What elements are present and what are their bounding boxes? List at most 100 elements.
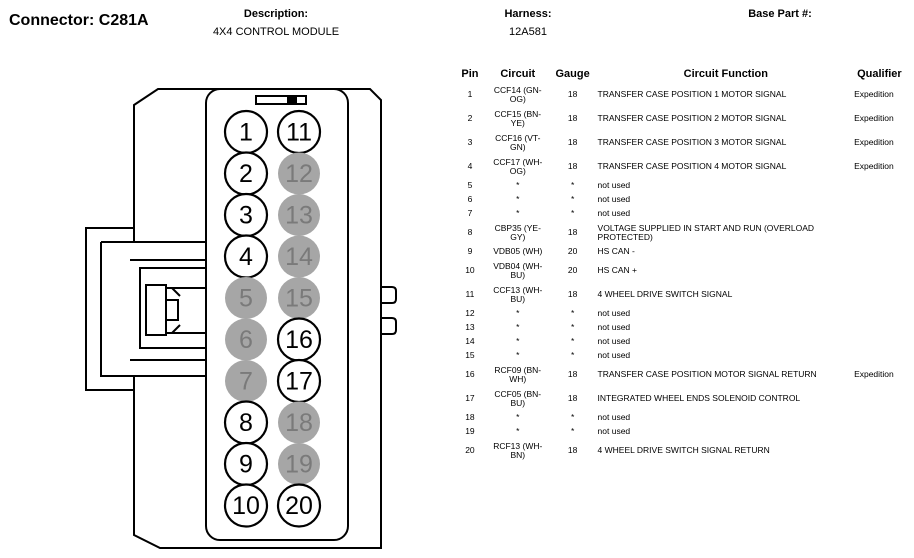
pin-8: 8	[223, 400, 269, 445]
cell-function: HS CAN -	[597, 246, 635, 257]
cell-circuit: CCF16 (VT-GN)	[495, 132, 541, 152]
pin-16: 16	[276, 317, 322, 362]
cell-gauge: 18	[567, 445, 578, 456]
pin-11: 11	[276, 109, 322, 155]
pin-13: 13	[278, 194, 320, 236]
pin-20: 20	[276, 483, 322, 528]
pin-14: 14	[278, 235, 320, 278]
cell-pin: 10	[465, 265, 475, 276]
cell-qualifier	[854, 193, 914, 207]
cell-circuit: *	[516, 350, 520, 361]
cell-qualifier	[854, 439, 914, 463]
cell-gauge: *	[570, 336, 575, 347]
cell-gauge: 18	[567, 89, 578, 100]
pin-number: 18	[285, 409, 313, 437]
connector-title: Connector: C281A	[9, 12, 149, 30]
pin-number: 12	[285, 160, 313, 188]
cell-function: HS CAN +	[597, 265, 637, 276]
pin-cavity	[223, 483, 269, 528]
pin-7: 7	[225, 360, 267, 402]
cell-gauge: *	[570, 308, 575, 319]
cell-circuit: CCF13 (WH-BU)	[493, 284, 543, 304]
pin-12: 12	[278, 152, 320, 195]
cell-pin: 16	[465, 369, 475, 380]
cell-function: 4 WHEEL DRIVE SWITCH SIGNAL RETURN	[597, 445, 770, 456]
table-row: 12**not used	[452, 307, 914, 321]
cell-circuit: CCF17 (WH-OG)	[493, 156, 543, 176]
cell-qualifier: Expedition	[854, 369, 894, 380]
cell-gauge: *	[570, 322, 575, 333]
header-gauge: Gauge	[555, 68, 590, 80]
cell-circuit: CCF15 (BN-YE)	[494, 108, 542, 128]
cell-function: VOLTAGE SUPPLIED IN START AND RUN (OVERL…	[597, 222, 815, 242]
cell-qualifier	[854, 349, 914, 363]
cell-pin: 3	[467, 137, 473, 148]
cell-gauge: *	[570, 426, 575, 437]
cell-pin: 1	[467, 89, 473, 100]
harness-block: Harness: 12A581	[488, 8, 568, 38]
cell-pin: 4	[467, 161, 473, 172]
cell-gauge: *	[570, 208, 575, 219]
cell-function: 4 WHEEL DRIVE SWITCH SIGNAL	[597, 289, 733, 300]
cell-pin: 11	[465, 289, 475, 300]
cell-function: TRANSFER CASE POSITION MOTOR SIGNAL RETU…	[597, 369, 817, 380]
pin-cavity	[278, 443, 320, 485]
cell-pin: 15	[465, 350, 475, 361]
base-part-label: Base Part #:	[748, 8, 812, 20]
pin-number: 5	[239, 285, 253, 313]
pin-number: 14	[285, 243, 313, 271]
cell-qualifier	[854, 179, 914, 193]
pin-6: 6	[225, 318, 267, 361]
pin-number: 13	[285, 202, 313, 230]
cell-function: TRANSFER CASE POSITION 1 MOTOR SIGNAL	[597, 89, 787, 100]
base-part-block: Base Part #:	[730, 8, 830, 26]
cell-pin: 7	[467, 208, 473, 219]
cell-gauge: *	[570, 412, 575, 423]
description-label: Description:	[243, 8, 309, 20]
cell-qualifier	[854, 221, 914, 245]
pin-number: 9	[239, 451, 253, 479]
cell-pin: 6	[467, 194, 473, 205]
header-pin: Pin	[461, 68, 479, 80]
cell-qualifier: Expedition	[854, 113, 894, 124]
cell-gauge: 18	[567, 113, 578, 124]
pin-number: 2	[239, 160, 253, 188]
cell-qualifier: Expedition	[854, 89, 894, 100]
pin-15: 15	[278, 277, 320, 319]
pin-3: 3	[223, 192, 269, 238]
cell-qualifier	[854, 245, 914, 259]
cell-function: not used	[597, 208, 631, 219]
pin-number: 16	[285, 326, 313, 354]
pin-5: 5	[225, 277, 267, 319]
cell-qualifier	[854, 411, 914, 425]
cell-function: not used	[597, 412, 631, 423]
cell-function: not used	[597, 350, 631, 361]
cell-pin: 20	[465, 445, 475, 456]
cell-function: TRANSFER CASE POSITION 3 MOTOR SIGNAL	[597, 137, 787, 148]
harness-label: Harness:	[504, 8, 552, 20]
cell-function: not used	[597, 180, 631, 191]
pin-cavity	[278, 401, 320, 444]
cell-function: not used	[597, 336, 631, 347]
cell-qualifier	[854, 425, 914, 439]
cell-gauge: 18	[567, 227, 578, 238]
pin-4: 4	[223, 234, 269, 279]
connector-label: Connector:	[9, 12, 95, 29]
pin-number: 8	[239, 409, 253, 437]
table-row: 13**not used	[452, 321, 914, 335]
pin-number: 7	[239, 368, 253, 396]
cell-qualifier	[854, 387, 914, 411]
cell-pin: 14	[465, 336, 475, 347]
cell-pin: 13	[465, 322, 475, 333]
cell-circuit: VDB05 (WH)	[493, 246, 543, 257]
cell-circuit: *	[516, 180, 520, 191]
cell-circuit: *	[516, 308, 520, 319]
